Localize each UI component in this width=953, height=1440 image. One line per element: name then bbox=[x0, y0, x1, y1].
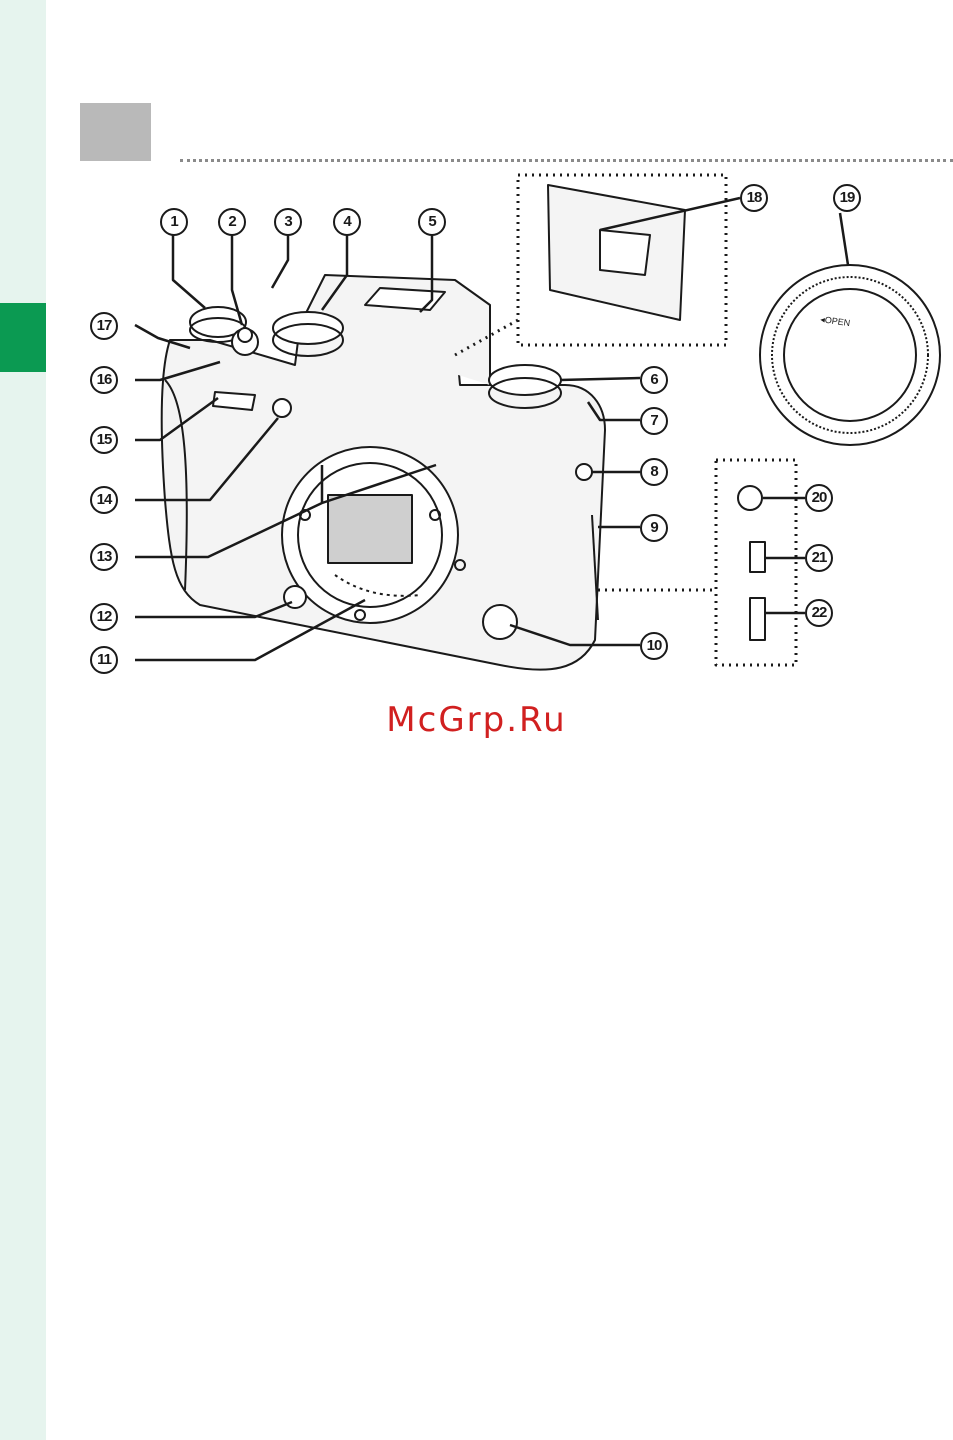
body-cap bbox=[760, 265, 940, 445]
fn-button bbox=[483, 605, 517, 639]
callout-4: 4 bbox=[333, 208, 361, 236]
callout-14: 14 bbox=[90, 486, 118, 514]
callout-21: 21 bbox=[805, 544, 833, 572]
callout-3: 3 bbox=[274, 208, 302, 236]
section-marker bbox=[80, 103, 151, 161]
strap-eyelet bbox=[576, 464, 592, 480]
usb-port bbox=[750, 542, 765, 572]
callout-15: 15 bbox=[90, 426, 118, 454]
callout-7: 7 bbox=[640, 407, 668, 435]
camera-parts-diagram: ◂OPEN 1 2 3 4 5 6 7 8 9 10 11 12 13 14 1… bbox=[60, 170, 953, 690]
exposure-compensation-dial bbox=[489, 365, 561, 395]
callout-12: 12 bbox=[90, 603, 118, 631]
callout-5: 5 bbox=[418, 208, 446, 236]
af-assist-lamp bbox=[273, 399, 291, 417]
section-divider bbox=[180, 159, 953, 162]
callout-6: 6 bbox=[640, 366, 668, 394]
chapter-tab[interactable] bbox=[0, 303, 46, 372]
callout-19: 19 bbox=[833, 184, 861, 212]
callout-1: 1 bbox=[160, 208, 188, 236]
callout-11: 11 bbox=[90, 646, 118, 674]
callout-13: 13 bbox=[90, 543, 118, 571]
callout-2: 2 bbox=[218, 208, 246, 236]
callout-18: 18 bbox=[740, 184, 768, 212]
hdmi-port bbox=[750, 598, 765, 640]
front-command-dial bbox=[213, 392, 255, 410]
image-sensor bbox=[328, 495, 412, 563]
callout-17: 17 bbox=[90, 312, 118, 340]
callout-22: 22 bbox=[805, 599, 833, 627]
callout-10: 10 bbox=[640, 632, 668, 660]
watermark: McGrp.Ru bbox=[0, 700, 953, 740]
callout-16: 16 bbox=[90, 366, 118, 394]
mic-jack bbox=[738, 486, 762, 510]
callout-8: 8 bbox=[640, 458, 668, 486]
callout-20: 20 bbox=[805, 484, 833, 512]
callout-9: 9 bbox=[640, 514, 668, 542]
